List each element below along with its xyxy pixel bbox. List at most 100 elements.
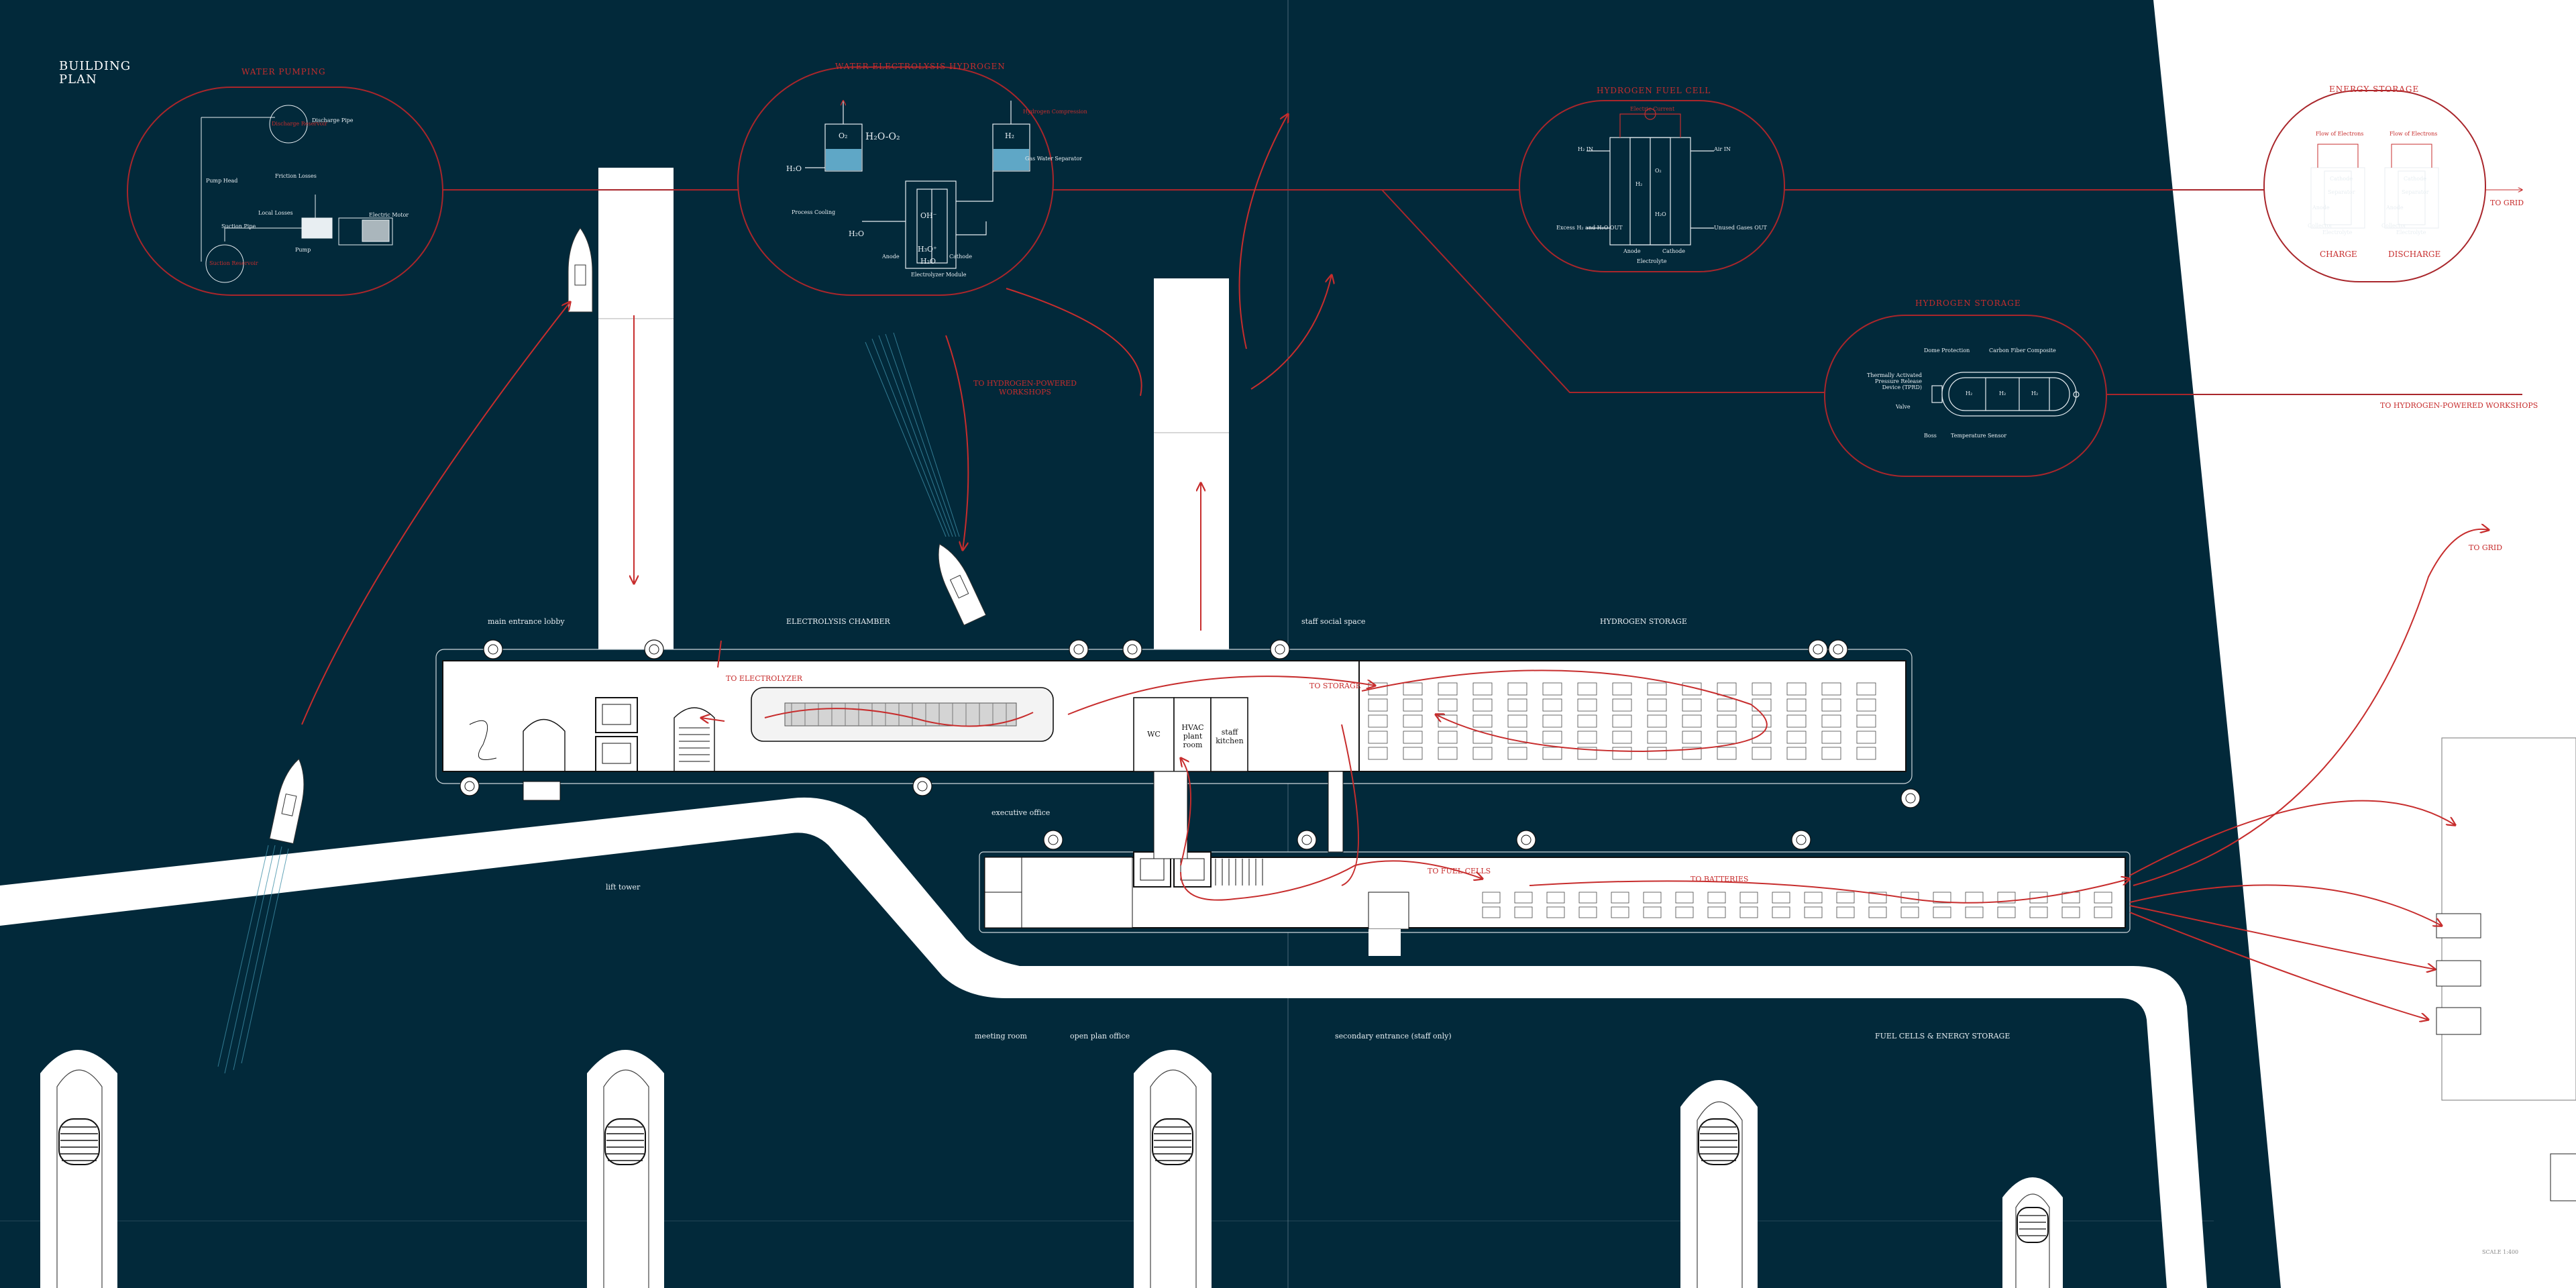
- small-building-1: [2436, 913, 2481, 938]
- flow-to-workshops-right: TO HYDROGEN-POWERED WORKSHOPS: [2380, 401, 2538, 410]
- hs-boss: Boss: [1924, 433, 1937, 439]
- storage-tank: [1647, 714, 1667, 728]
- es-discharge-electrolyte: Electrolyte: [2396, 229, 2426, 235]
- storage-tank: [1577, 682, 1597, 696]
- storage-tank: [1772, 906, 1790, 918]
- storage-tank: [1577, 747, 1597, 760]
- bubble-energy-storage: [2263, 90, 2486, 282]
- service-pod: [1043, 830, 1063, 850]
- storage-tank: [1675, 906, 1694, 918]
- storage-tank: [1965, 906, 1984, 918]
- el-h2o-in: H₂O: [786, 164, 802, 173]
- storage-tank: [1542, 747, 1562, 760]
- service-pod: [1297, 830, 1317, 850]
- storage-tank: [1821, 731, 1841, 744]
- storage-tank: [1836, 892, 1855, 904]
- storage-tank: [1403, 747, 1423, 760]
- fc-anode: Anode: [1623, 248, 1641, 254]
- dock-3: [1134, 1050, 1212, 1288]
- el-o2: O₂: [839, 131, 848, 140]
- plan-title-line-1: BUILDING: [59, 59, 131, 73]
- service-pod-core: [1275, 644, 1285, 655]
- storage-tank: [1717, 731, 1737, 744]
- es-flow-discharge: Flow of Electrons: [2390, 131, 2438, 137]
- storage-tank: [1739, 892, 1758, 904]
- scale-bar-text: SCALE 1:400: [2482, 1249, 2519, 1255]
- boat-1: [568, 227, 593, 313]
- boat-3: [269, 758, 305, 845]
- dock-1: [40, 1050, 117, 1288]
- storage-tank: [1438, 698, 1458, 712]
- el-h2o-o2: H₂O-O₂: [865, 131, 900, 142]
- storage-tank: [2094, 892, 2112, 904]
- storage-tank: [1514, 892, 1533, 904]
- service-pod-core: [1905, 793, 1916, 804]
- energy-storage-diagram: [2310, 144, 2522, 229]
- storage-tank: [2029, 906, 2048, 918]
- storage-tank: [1752, 747, 1772, 760]
- energy-storage-title: ENERGY STORAGE: [2329, 85, 2420, 94]
- boat-2: [938, 543, 987, 626]
- storage-tank: [1707, 892, 1726, 904]
- storage-tank: [1507, 698, 1527, 712]
- hs-tprd: Thermally Activated Pressure Release Dev…: [1867, 372, 1922, 390]
- storage-tank: [2029, 892, 2048, 904]
- es-charge-collector: Collector: [2308, 223, 2333, 229]
- fc-h2-in: H₂ IN: [1578, 146, 1593, 152]
- storage-tank: [1821, 682, 1841, 696]
- room-hvac: HVAC plant room: [1181, 723, 1204, 749]
- storage-tank: [1542, 714, 1562, 728]
- storage-tank: [1612, 682, 1632, 696]
- electrolysis-diagram: [805, 101, 1030, 269]
- storage-tank: [1997, 892, 2016, 904]
- el-anode: Anode: [882, 254, 900, 260]
- es-discharge-separator: Separator: [2402, 189, 2429, 195]
- service-pod: [1828, 639, 1848, 659]
- service-pod-core: [917, 781, 928, 792]
- storage-tank: [1578, 906, 1597, 918]
- service-pod: [1808, 639, 1828, 659]
- label-main-entrance-lobby: main entrance lobby: [488, 617, 565, 626]
- storage-tank: [1647, 682, 1667, 696]
- hs-temp: Temperature Sensor: [1951, 433, 2007, 439]
- water-pumping-title: WATER PUMPING: [241, 67, 326, 76]
- es-discharge-label: DISCHARGE: [2388, 250, 2441, 259]
- service-pod: [1791, 830, 1811, 850]
- service-pod-core: [1301, 835, 1312, 845]
- storage-tank: [1821, 698, 1841, 712]
- storage-tank: [1643, 892, 1662, 904]
- storage-tank: [1472, 714, 1493, 728]
- hs-dome: Dome Protection: [1924, 347, 1970, 354]
- storage-tank: [1507, 731, 1527, 744]
- service-pod-core: [1813, 644, 1823, 655]
- storage-tank: [1856, 731, 1876, 744]
- storage-tank: [1368, 747, 1388, 760]
- electrolysis-title: WATER ELECTROLYSIS HYDROGEN: [835, 62, 1006, 71]
- storage-tank: [1752, 714, 1772, 728]
- storage-tank: [1546, 892, 1565, 904]
- storage-tank: [1821, 714, 1841, 728]
- storage-tank: [1578, 892, 1597, 904]
- storage-tank: [1368, 698, 1388, 712]
- wp-electric-motor: Electric Motor: [369, 212, 409, 218]
- storage-tank: [1612, 714, 1632, 728]
- storage-tank: [1647, 698, 1667, 712]
- fuel-cell-diagram: [1587, 108, 1714, 246]
- storage-tank: [1368, 714, 1388, 728]
- storage-tank: [1739, 906, 1758, 918]
- storage-tank: [1682, 731, 1702, 744]
- storage-tank: [1438, 682, 1458, 696]
- storage-tank: [1997, 906, 2016, 918]
- service-pod: [1069, 639, 1089, 659]
- bubble-water-pumping: [127, 87, 443, 296]
- el-h2: H₂: [1005, 131, 1015, 140]
- storage-tank: [1804, 906, 1823, 918]
- wp-local-losses: Local Losses: [258, 210, 293, 216]
- flow-to-electrolyzer: TO ELECTROLYZER: [726, 674, 803, 683]
- flow-to-batteries: TO BATTERIES: [1690, 875, 1749, 883]
- storage-tank: [1682, 747, 1702, 760]
- storage-tank: [1717, 747, 1737, 760]
- storage-tank: [1611, 906, 1629, 918]
